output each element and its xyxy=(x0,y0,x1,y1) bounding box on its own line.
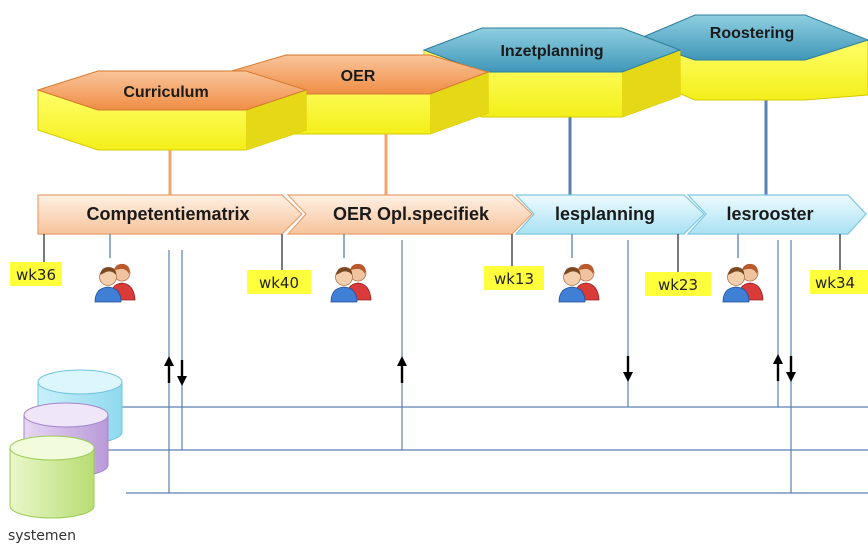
week-ticks xyxy=(43,234,841,272)
week-label-wk36: wk36 xyxy=(10,262,62,286)
svg-text:wk34: wk34 xyxy=(815,274,855,292)
process-step-label: OER Opl.specifiek xyxy=(333,204,490,224)
hexagon-label: Roostering xyxy=(710,25,794,42)
process-bar: Competentiematrix OER Opl.specifiek lesp… xyxy=(37,194,867,235)
svg-text:wk13: wk13 xyxy=(494,270,534,288)
arrow-down-icon xyxy=(786,356,796,382)
arrow-up-icon xyxy=(397,356,407,383)
users-icon xyxy=(94,263,136,303)
week-label-wk34: wk34 xyxy=(810,270,868,294)
process-step-label: lesplanning xyxy=(555,204,655,224)
hexagon-label: Inzetplanning xyxy=(500,43,603,60)
hexagon-label: OER xyxy=(341,68,376,85)
process-step-lesplanning: lesplanning xyxy=(514,194,705,235)
hex-connectors xyxy=(168,95,768,196)
users-icon xyxy=(330,263,372,303)
arrow-up-icon xyxy=(773,354,783,381)
systems-label: systemen xyxy=(8,528,76,544)
system-lines xyxy=(108,406,868,494)
users-icon xyxy=(558,263,600,303)
process-step-lesrooster: lesrooster xyxy=(686,194,867,235)
arrow-down-icon xyxy=(623,356,633,382)
database-icon-green xyxy=(9,435,95,519)
week-label-wk23: wk23 xyxy=(645,272,711,296)
process-step-competentiematrix: Competentiematrix xyxy=(37,194,303,235)
process-step-oer-opl-specifiek: OER Opl.specifiek xyxy=(286,194,533,235)
hexagon-oer: OER xyxy=(226,54,490,135)
svg-text:wk40: wk40 xyxy=(259,274,299,292)
hexagon-curriculum: Curriculum xyxy=(36,70,308,151)
arrow-down-icon xyxy=(177,360,187,386)
week-label-wk13: wk13 xyxy=(484,266,544,290)
users-icon xyxy=(722,263,764,303)
hexagon-roostering: Roostering xyxy=(634,14,868,101)
flow-arrows xyxy=(164,354,796,386)
week-label-wk40: wk40 xyxy=(247,270,311,294)
svg-text:wk36: wk36 xyxy=(16,266,56,284)
arrow-up-icon xyxy=(164,356,174,383)
hexagon-label: Curriculum xyxy=(123,84,208,101)
process-step-label: Competentiematrix xyxy=(86,204,249,224)
svg-text:wk23: wk23 xyxy=(658,276,698,294)
process-step-label: lesrooster xyxy=(726,204,813,224)
